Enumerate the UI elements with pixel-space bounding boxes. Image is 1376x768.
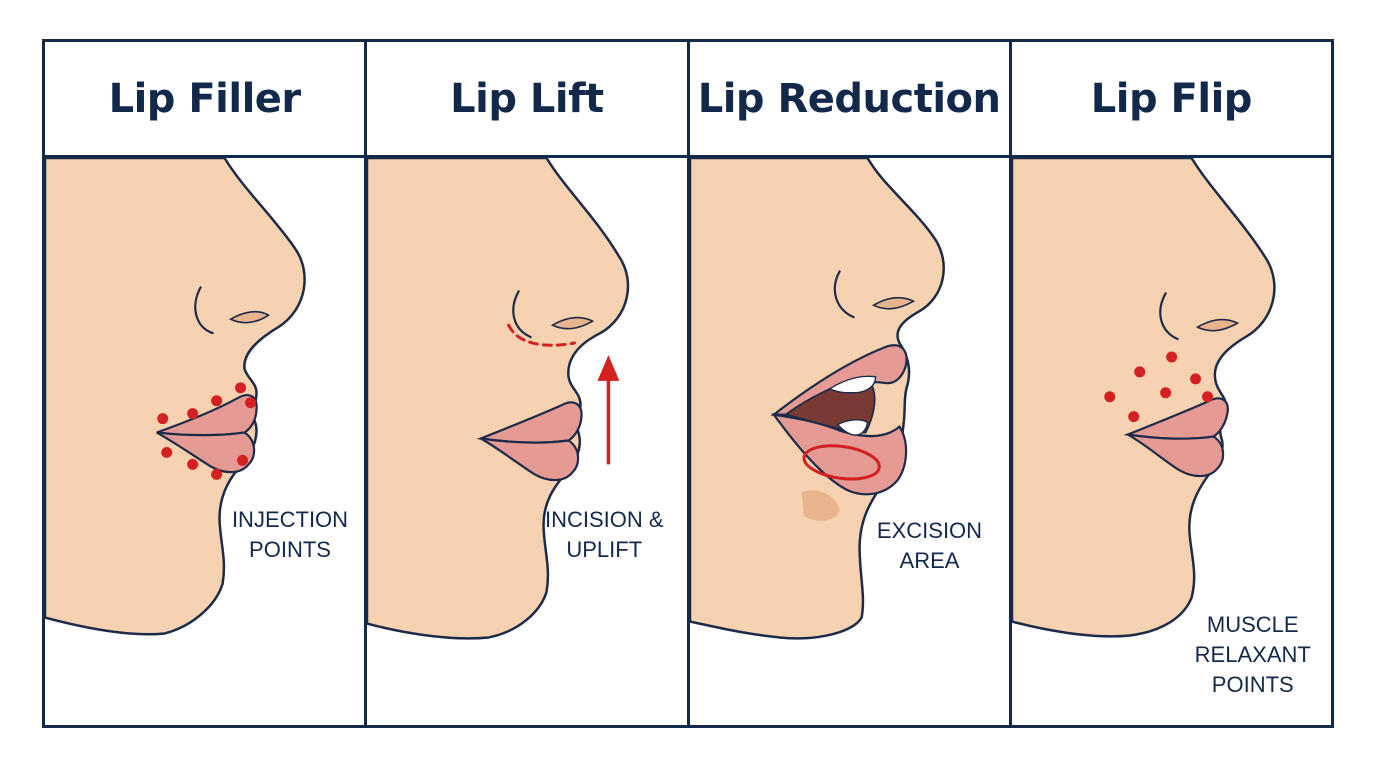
procedure-grid: Lip Filler <box>42 39 1334 728</box>
injection-dot <box>157 413 169 425</box>
profile-illustration <box>689 158 1009 725</box>
relaxant-dot <box>1104 391 1116 403</box>
injection-dot <box>235 382 247 394</box>
injection-dot <box>245 397 257 409</box>
nostril-shadow <box>228 310 270 324</box>
caption-injection-points: INJECTION POINTS <box>231 507 349 562</box>
panel-lip-reduction: Lip Reduction EXCISION AREA <box>686 42 1009 725</box>
lower-lip <box>156 431 256 474</box>
panel-header: Lip Reduction <box>689 42 1009 158</box>
caption-muscle-relaxant-points: MUSCLE RELAXANT POINTS <box>1194 612 1311 697</box>
profile-illustration <box>45 158 364 725</box>
panel-title: Lip Filler <box>108 75 302 122</box>
face-skin <box>1011 158 1276 638</box>
chin-shadow <box>801 490 840 521</box>
relaxant-dot <box>1189 373 1201 385</box>
panel-title: Lip Flip <box>1090 75 1253 122</box>
injection-dot <box>211 395 223 407</box>
face-profile-drawing <box>1011 158 1276 638</box>
nostril <box>194 286 214 335</box>
face-profile-drawing <box>367 158 630 640</box>
caption-incision-uplift: INCISION & UPLIFT <box>544 507 664 562</box>
panel-title: Lip Lift <box>450 75 604 122</box>
lower-lip <box>480 437 580 482</box>
profile-illustration <box>1011 158 1331 725</box>
excision-ellipse <box>802 444 881 481</box>
relaxant-dot <box>1159 387 1171 399</box>
injection-dot <box>161 446 173 458</box>
relaxant-dot <box>1165 351 1177 363</box>
nostril <box>1158 292 1179 341</box>
relaxant-dot-marks <box>1104 351 1213 423</box>
nostril-shadow <box>1195 318 1239 332</box>
nostril <box>833 270 855 319</box>
relaxant-dot <box>1127 411 1139 423</box>
nostril-shadow <box>871 296 915 310</box>
injection-dot <box>187 408 199 420</box>
relaxant-dot <box>1133 366 1145 378</box>
face-skin <box>367 158 630 640</box>
panel-lip-flip: Lip Flip MUSCLE <box>1008 42 1331 725</box>
panel-lip-filler: Lip Filler <box>45 42 365 725</box>
panel-header: Lip Lift <box>367 42 687 158</box>
injection-dot <box>187 458 199 470</box>
injection-dot-marks <box>157 382 257 480</box>
panel-header: Lip Flip <box>1011 42 1331 158</box>
panel-title: Lip Reduction <box>697 75 1001 122</box>
face-profile-drawing <box>689 158 945 640</box>
injection-dot <box>211 468 223 480</box>
caption-excision-area: EXCISION AREA <box>876 518 983 573</box>
relaxant-dot <box>1201 391 1213 403</box>
nostril-shadow <box>551 316 595 330</box>
uplift-arrowhead <box>597 354 620 381</box>
incision-dashed-line <box>507 323 577 347</box>
panel-lip-lift: Lip Lift INCISION & UPLIFT <box>364 42 687 725</box>
nostril <box>512 290 532 339</box>
injection-dot <box>237 454 249 466</box>
face-profile-drawing <box>45 158 306 636</box>
lower-lip <box>1126 433 1224 478</box>
upper-teeth <box>827 375 876 394</box>
lower-teeth <box>835 419 868 436</box>
profile-illustration <box>367 158 686 725</box>
panel-header: Lip Filler <box>45 42 365 158</box>
